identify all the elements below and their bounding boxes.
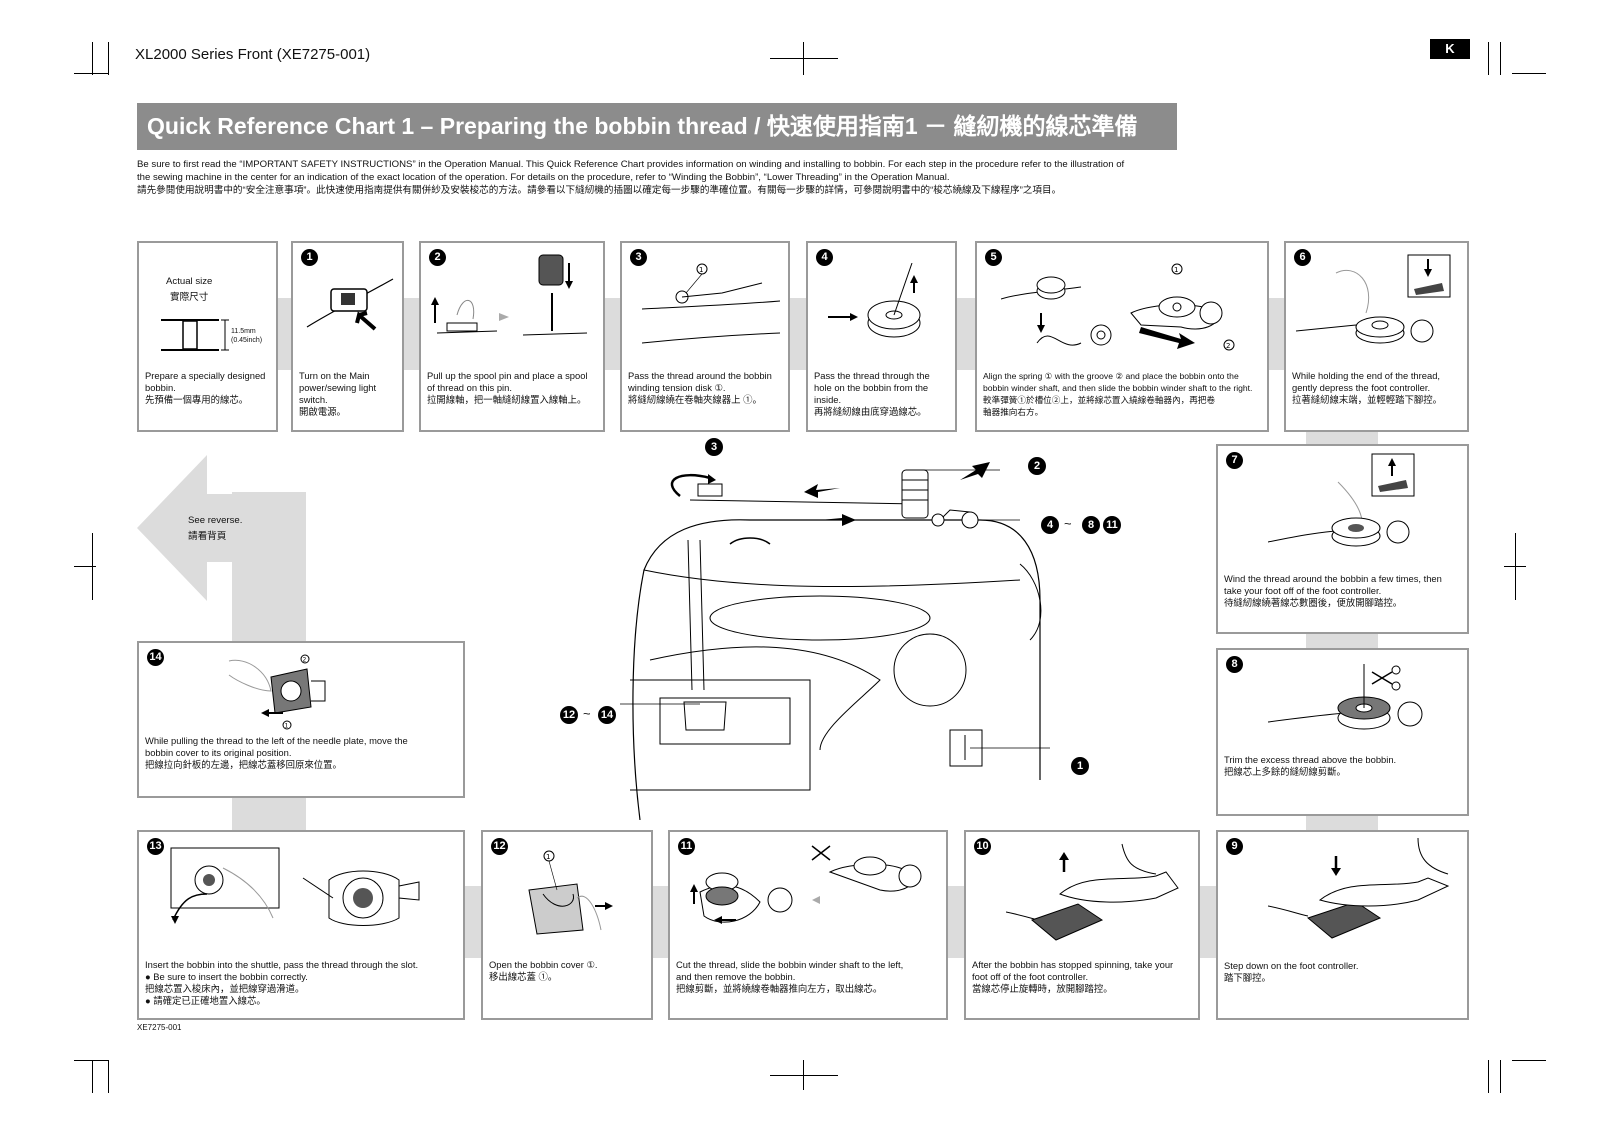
- insert-bobbin-illustration: [170, 847, 420, 926]
- step-caption: While pulling the thread to the left of …: [145, 735, 408, 770]
- step-caption: Open the bobbin cover ①.移出線芯蓋 ①。: [489, 959, 598, 982]
- step-number: 1: [301, 249, 318, 266]
- step-number: 12: [491, 838, 508, 855]
- svg-text:1: 1: [1174, 266, 1178, 274]
- intro-text: Be sure to first read the “IMPORTANT SAF…: [137, 158, 1197, 197]
- see-reverse-label-zh: 請看背頁: [188, 531, 227, 542]
- callout-range-sign: ~: [1064, 516, 1072, 531]
- callout-step-8: 8: [1082, 516, 1100, 534]
- foot-controller-release-illustration: [1006, 843, 1179, 941]
- step-number: 4: [816, 249, 833, 266]
- intro-line: Be sure to first read the “IMPORTANT SAF…: [137, 159, 1125, 170]
- step-10-panel: 10 After the bobbin has stopped spinning…: [964, 830, 1200, 1020]
- footer-code: XE7275-001: [137, 1023, 182, 1032]
- callout-step-3: 3: [705, 438, 723, 456]
- intro-line: 請先參閱使用說明書中的“安全注意事項”。此快速使用指南提供有關併紗及安裝梭芯的方…: [137, 185, 1062, 196]
- foot-controller-depress-illustration: [1296, 254, 1451, 344]
- svg-text:1: 1: [285, 723, 289, 730]
- step-7-panel: 7 Wind the thread around the bobbin a fe…: [1216, 444, 1469, 634]
- bobbin-icon: [161, 319, 229, 351]
- callout-step-12: 12: [560, 706, 578, 724]
- callout-step-11: 11: [1103, 516, 1121, 534]
- document-header: XL2000 Series Front (XE7275-001): [135, 46, 371, 63]
- step-caption: While holding the end of the thread,gent…: [1292, 370, 1443, 405]
- step-number: 3: [630, 249, 647, 266]
- actual-size-label: Actual size: [166, 276, 213, 287]
- svg-text:1: 1: [699, 266, 703, 274]
- callout-step-2: 2: [1028, 457, 1046, 475]
- see-reverse-label: See reverse.: [188, 515, 243, 526]
- step-caption: Trim the excess thread above the bobbin.…: [1224, 754, 1397, 777]
- dimension-inch: (0.45inch): [231, 337, 263, 344]
- tension-disk-illustration: 1: [642, 263, 781, 344]
- step-number: 14: [147, 649, 164, 666]
- step-9-panel: 9 Step down on the foot controller.踏下腳控。: [1216, 830, 1469, 1020]
- bobbin-winding-illustration: [1268, 453, 1415, 547]
- step-caption: After the bobbin has stopped spinning, t…: [972, 959, 1174, 994]
- close-bobbin-cover-illustration: 2 1: [228, 654, 326, 730]
- step-number: 7: [1226, 452, 1243, 469]
- actual-size-panel: Actual size 實際尺寸 11.5mm (0.45inch) Prepa…: [137, 241, 278, 432]
- callout-step-1: 1: [1071, 757, 1089, 775]
- step-number: 11: [678, 838, 695, 855]
- callout-step-4: 4: [1041, 516, 1059, 534]
- step-caption: Step down on the foot controller.踏下腳控。: [1224, 960, 1359, 983]
- step-number: 9: [1226, 838, 1243, 855]
- bobbin-cover-illustration: 1: [528, 850, 613, 935]
- callout-range-sign: ~: [583, 706, 591, 721]
- step-12-panel: 12 1 Open the bobbin cover ①.移出線芯蓋 ①。: [481, 830, 653, 1020]
- step-8-panel: 8 Trim the excess thread above the bobbi…: [1216, 648, 1469, 816]
- step-number: 13: [147, 838, 164, 855]
- power-switch-icon: [306, 278, 394, 331]
- spool-pin-illustration: [431, 254, 588, 336]
- step-number: 6: [1294, 249, 1311, 266]
- step-2-panel: 2 Pull up the spool pin and place a spoo…: [419, 241, 605, 432]
- step-caption: Align the spring ① with the groove ② and…: [983, 371, 1253, 417]
- foot-controller-press-illustration: [1268, 838, 1450, 939]
- step-14-panel: 14 2 1 While pulling the thread to the l…: [137, 641, 465, 798]
- actual-size-label-zh: 實際尺寸: [170, 292, 209, 303]
- step-number: 5: [985, 249, 1002, 266]
- callout-step-14: 14: [598, 706, 616, 724]
- sewing-machine-icon: [620, 462, 1050, 820]
- bobbin-threading-illustration: [828, 263, 921, 338]
- svg-text:2: 2: [303, 657, 307, 664]
- step-number: 10: [974, 838, 991, 855]
- step-5-panel: 5 1 2 Align the spring ① with the groove…: [975, 241, 1269, 432]
- step-13-panel: 13 Insert the bobbin into the shuttle, p…: [137, 830, 465, 1020]
- svg-text:1: 1: [546, 853, 550, 861]
- step-caption: Wind the thread around the bobbin a few …: [1224, 573, 1442, 608]
- intro-line: the sewing machine in the center for an …: [137, 172, 950, 183]
- trim-thread-illustration: [1268, 664, 1423, 730]
- step-number: 8: [1226, 656, 1243, 673]
- page-title: Quick Reference Chart 1 – Preparing the …: [137, 103, 1177, 150]
- dimension-mm: 11.5mm: [231, 328, 256, 335]
- step-caption: Insert the bobbin into the shuttle, pass…: [145, 959, 419, 1006]
- step-number: 2: [429, 249, 446, 266]
- bobbin-winder-illustration: 1 2: [1001, 263, 1235, 351]
- svg-text:2: 2: [1226, 342, 1230, 350]
- remove-bobbin-illustration: [690, 845, 922, 924]
- step-11-panel: 11 Cut the thread, slide the bobbin wind…: [668, 830, 948, 1020]
- step-6-panel: 6 While holding the end of the thread,ge…: [1284, 241, 1469, 432]
- step-caption: Cut the thread, slide the bobbin winder …: [676, 959, 904, 994]
- language-tag: K: [1430, 39, 1470, 59]
